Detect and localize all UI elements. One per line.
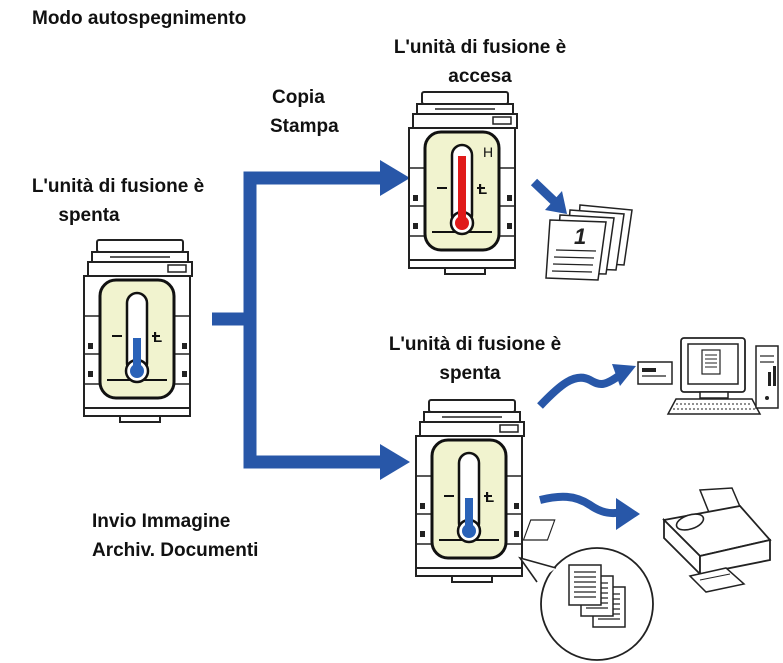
state-label-on: L'unità di fusione è accesa (360, 33, 600, 91)
state-label-off-bottom: L'unità di fusione è spenta (355, 330, 595, 388)
state-label-off-left-line2: spenta (58, 205, 120, 226)
jobs-label-top-line1: Copia (272, 87, 325, 108)
thermometer-fill-hot (458, 156, 466, 222)
print-output-arrow-icon (530, 178, 567, 214)
send-arrow-fax-icon (539, 492, 623, 518)
thermometer-bulb-cold (130, 364, 144, 378)
printed-pages-icon: 1 (545, 204, 633, 281)
state-label-off-left: L'unità di fusione è spenta (0, 172, 236, 230)
state-label-on-line1: L'unità di fusione è (393, 37, 567, 58)
copier-off-left: L (82, 238, 194, 424)
state-label-off-left-line1: L'unità di fusione è (31, 176, 205, 197)
level-low-label: L (153, 329, 162, 346)
level-low-label: L (478, 181, 487, 198)
connector-line (243, 319, 392, 469)
state-label-off-bottom-line2: spenta (439, 363, 501, 384)
level-high-label: H (483, 144, 493, 160)
diagram-title: Modo autospegnimento (32, 8, 247, 29)
send-arrows (537, 364, 640, 530)
page-number-label: 1 (574, 224, 586, 249)
level-low-label: L (485, 489, 494, 506)
copier-off-bottom: L (414, 398, 526, 584)
fax-machine-icon (522, 487, 772, 593)
arrowhead-right-icon (380, 160, 410, 196)
copier-on-top: H L (407, 90, 519, 276)
jobs-label-bottom-line1: Invio Immagine (92, 511, 231, 532)
jobs-label-top: Copia Stampa (270, 83, 339, 141)
connector-line (212, 171, 392, 326)
jobs-label-bottom: Invio Immagine Archiv. Documenti (92, 507, 258, 565)
jobs-label-bottom-line2: Archiv. Documenti (92, 540, 259, 561)
stored-documents-bubble (518, 547, 654, 661)
jobs-label-top-line2: Stampa (270, 116, 339, 137)
thermometer-bulb-cold (462, 524, 476, 538)
arrowhead-right-icon (380, 444, 410, 480)
thermometer-fill-cold (133, 338, 141, 370)
thermometer-fill-cold (465, 498, 473, 530)
state-label-on-line2: accesa (448, 66, 512, 87)
flow-arrows (212, 160, 410, 480)
send-arrow-pc-icon (537, 371, 623, 409)
computer-icon (637, 337, 779, 415)
state-label-off-bottom-line1: L'unità di fusione è (388, 334, 562, 355)
thermometer-bulb-hot (455, 216, 469, 230)
